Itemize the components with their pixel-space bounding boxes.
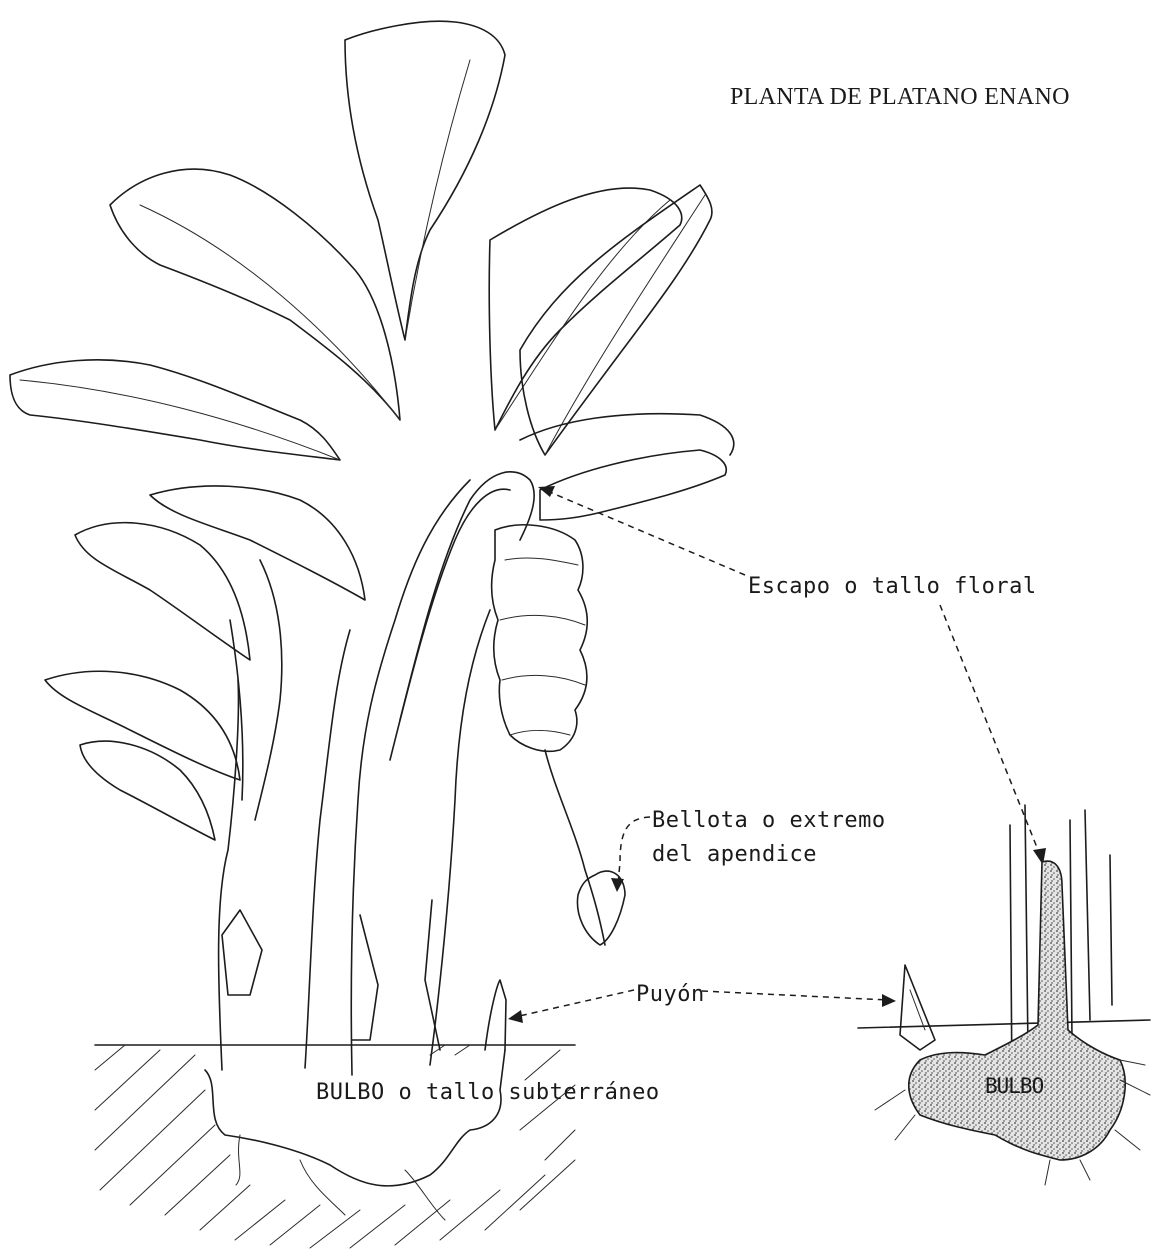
label-bellota-line1: Bellota o extremo	[652, 808, 886, 833]
ground-hatching	[95, 1045, 575, 1248]
label-bulbo-detail: BULBO	[985, 1074, 1043, 1098]
label-arrows	[508, 486, 1046, 1023]
pseudostem	[219, 480, 506, 1075]
label-puyon: Puyón	[636, 982, 705, 1007]
bulb-base	[205, 1050, 505, 1220]
label-escapo: Escapo o tallo floral	[748, 574, 1037, 599]
bulb-detail	[858, 805, 1150, 1185]
leaves	[10, 21, 734, 840]
diagram-title: PLANTA DE PLATANO ENANO	[730, 84, 1070, 111]
label-bulbo-main: BULBO o tallo subterráneo	[316, 1080, 660, 1105]
label-bellota-line2: del apendice	[652, 842, 817, 867]
